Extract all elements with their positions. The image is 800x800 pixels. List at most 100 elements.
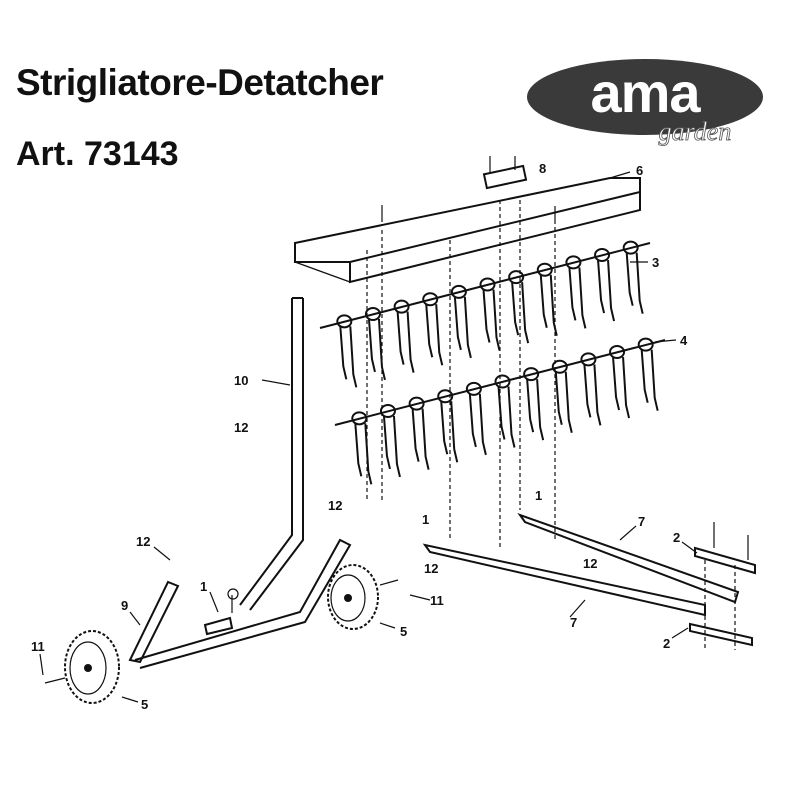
tine-spring xyxy=(349,326,358,388)
mounting-rail xyxy=(294,156,641,284)
tine-spring xyxy=(568,267,577,321)
tine-spring xyxy=(392,415,401,478)
tine-spring xyxy=(453,296,462,351)
tine-spring xyxy=(526,379,535,433)
tine-spring xyxy=(463,296,472,359)
tine-spring xyxy=(364,423,373,485)
tine-spring xyxy=(425,304,434,358)
tine-spring xyxy=(612,356,621,411)
tine-spring xyxy=(339,326,348,380)
tine-coil xyxy=(364,306,381,321)
wheel-right xyxy=(327,564,379,630)
callout-4: 4 xyxy=(680,333,688,348)
callout-3: 3 xyxy=(652,255,659,270)
tine-spring xyxy=(435,304,444,366)
wheel-left xyxy=(64,630,120,704)
tine-coil xyxy=(422,292,439,307)
tine-coil xyxy=(336,314,353,329)
tine-row-upper xyxy=(319,240,651,388)
callout-7: 7 xyxy=(570,615,577,630)
drawbar-arms xyxy=(422,513,756,650)
svg-text:garden: garden xyxy=(659,117,732,146)
handle-tube xyxy=(239,297,304,611)
tine-spring xyxy=(650,349,659,411)
tine-coil xyxy=(479,277,496,292)
tine-spring xyxy=(536,379,545,441)
tine-spring xyxy=(354,423,363,477)
callout-2: 2 xyxy=(663,636,670,651)
tine-row-lower xyxy=(334,337,666,485)
tine-coil xyxy=(450,284,467,299)
callout-12: 12 xyxy=(424,561,438,576)
tine-spring xyxy=(597,259,606,314)
tine-spring xyxy=(583,364,592,418)
callout-12: 12 xyxy=(583,556,597,571)
tine-coil xyxy=(379,403,396,418)
tine-coil xyxy=(408,396,425,411)
callout-6: 6 xyxy=(636,163,643,178)
tine-coil xyxy=(508,270,525,285)
callout-12: 12 xyxy=(136,534,150,549)
tine-coil xyxy=(536,262,553,277)
tine-spring xyxy=(564,371,573,433)
tine-spring xyxy=(549,274,558,336)
tine-coil xyxy=(393,299,410,314)
tine-spring xyxy=(554,371,563,425)
callout-1: 1 xyxy=(200,579,207,594)
tine-spring xyxy=(421,408,430,470)
callout-12: 12 xyxy=(234,420,248,435)
tine-spring xyxy=(640,349,649,403)
tine-coil xyxy=(622,240,639,255)
callout-5: 5 xyxy=(400,624,407,639)
callout-11: 11 xyxy=(31,639,45,654)
tine-spring xyxy=(382,415,391,470)
callout-12: 12 xyxy=(328,498,342,513)
callout-2: 2 xyxy=(673,530,680,545)
tine-spring xyxy=(482,289,491,343)
tine-spring xyxy=(507,386,516,448)
tine-coil xyxy=(609,345,626,360)
tine-spring xyxy=(367,318,376,373)
callout-1: 1 xyxy=(535,488,542,503)
tine-spring xyxy=(593,364,602,426)
callout-labels: 8 6 3 4 10 12 12 1 1 7 2 12 12 12 1 9 11… xyxy=(31,161,688,712)
callout-1: 1 xyxy=(422,512,429,527)
tine-spring xyxy=(539,274,548,328)
tine-spring xyxy=(521,282,530,344)
tine-spring xyxy=(622,356,631,419)
tine-spring xyxy=(440,401,449,455)
tine-spring xyxy=(607,259,616,322)
tine-spring xyxy=(478,393,487,456)
article-number: Art. 73143 xyxy=(16,135,179,173)
tine-coil xyxy=(437,389,454,404)
tine-spring xyxy=(492,289,501,351)
ama-garden-logo: ama garden xyxy=(527,59,763,146)
tine-spring xyxy=(635,252,644,314)
tine-coil xyxy=(523,367,540,382)
callout-5: 5 xyxy=(141,697,148,712)
tine-spring xyxy=(511,282,520,336)
tine-coil xyxy=(565,255,582,270)
tine-spring xyxy=(411,408,420,462)
tine-coil xyxy=(351,411,368,426)
tine-coil xyxy=(594,248,611,263)
wheel-frame xyxy=(128,538,352,669)
callout-7: 7 xyxy=(638,514,645,529)
tine-spring xyxy=(396,311,405,365)
tine-spring xyxy=(468,393,477,448)
callout-8: 8 xyxy=(539,161,546,176)
plate-8 xyxy=(482,164,528,190)
tine-coil xyxy=(637,337,654,352)
alignment-lines xyxy=(366,200,556,550)
tine-coil xyxy=(494,374,511,389)
tine-spring xyxy=(450,401,459,463)
tine-spring xyxy=(625,252,634,306)
tine-coil xyxy=(580,352,597,367)
tine-coil xyxy=(465,381,482,396)
tine-spring xyxy=(406,311,415,373)
leader-lines xyxy=(39,171,698,703)
callout-10: 10 xyxy=(234,373,248,388)
page-title: Strigliatore-Detatcher xyxy=(16,62,384,103)
callout-11: 11 xyxy=(430,593,444,608)
